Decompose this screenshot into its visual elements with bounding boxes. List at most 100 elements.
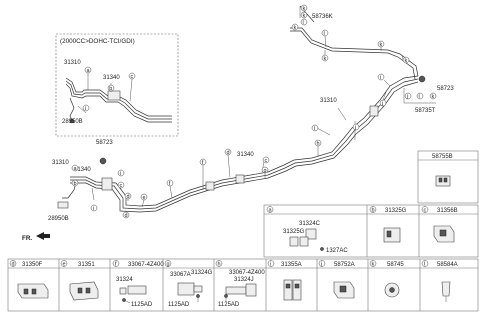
svg-text:b: b: [109, 86, 112, 92]
svg-text:k: k: [405, 58, 408, 64]
svg-text:l: l: [424, 262, 425, 268]
front-label: FR.: [22, 235, 32, 242]
label-31340-inset: 31340: [103, 75, 120, 81]
label-28950B-main: 28950B: [48, 216, 69, 222]
svg-text:58752A: 58752A: [334, 262, 355, 268]
cell-k: k 58745: [369, 260, 404, 298]
cell-i: i 31355A: [267, 260, 302, 301]
svg-text:e: e: [143, 195, 146, 201]
main-clip-3: [235, 174, 245, 184]
svg-text:g: g: [167, 262, 170, 268]
svg-text:31325G: 31325G: [385, 208, 407, 214]
svg-text:31351: 31351: [78, 262, 95, 268]
svg-text:31356B: 31356B: [437, 208, 458, 214]
main-clip-1: [101, 177, 113, 191]
svg-text:d: d: [12, 262, 15, 268]
svg-text:f: f: [169, 181, 171, 187]
svg-text:i: i: [85, 106, 86, 112]
svg-text:31324J: 31324J: [234, 277, 254, 283]
svg-text:i: i: [120, 171, 121, 177]
label-58736K: 58736K: [312, 14, 333, 20]
svg-text:k: k: [294, 25, 297, 31]
svg-text:k: k: [324, 56, 327, 62]
cell-h: h 33067-4Z400 31324J 1125AD: [215, 260, 265, 308]
svg-text:31355A: 31355A: [281, 262, 302, 268]
svg-text:k: k: [372, 262, 375, 268]
inset-tubes: [65, 77, 172, 124]
svg-text:1327AC: 1327AC: [326, 248, 348, 254]
label-31310-inset: 31310: [64, 60, 81, 66]
front-arrow-icon: [36, 232, 50, 240]
svg-text:b: b: [74, 181, 77, 187]
cell-a: a 31324C 31325G 1327AC: [266, 206, 348, 254]
main-clip-4: [369, 105, 379, 117]
svg-text:d: d: [127, 194, 130, 200]
inset-filter: [69, 118, 75, 124]
svg-text:k: k: [303, 6, 306, 12]
inset-box: [55, 33, 179, 137]
label-31310-main-left: 31310: [52, 160, 69, 166]
main-callouts: k k l k l k k k i j j l k j i h d c g: [71, 4, 437, 219]
label-58723-right: 58723: [437, 86, 454, 92]
main-clip-2: [205, 181, 215, 191]
svg-text:c: c: [424, 208, 427, 214]
cell-58755B: 58755B: [432, 154, 453, 187]
rear-fitting-58723: [418, 75, 426, 83]
svg-text:l: l: [324, 31, 325, 37]
svg-text:b: b: [372, 208, 375, 214]
cell-b: b 31325G: [369, 206, 407, 243]
svg-text:1125AD: 1125AD: [131, 302, 153, 308]
svg-text:c: c: [265, 158, 268, 164]
inset-title: (2000CC>DOHC-TCI/GDI): [60, 38, 135, 45]
label-28950B-inset: 28950B: [62, 119, 83, 125]
svg-text:f: f: [115, 262, 117, 268]
cell-c: c 31356B: [421, 206, 458, 243]
svg-text:a: a: [87, 68, 91, 74]
parts-table: [7, 150, 479, 312]
svg-text:31324C: 31324C: [299, 221, 321, 227]
svg-text:31324G: 31324G: [191, 270, 213, 276]
inset-clip: [107, 90, 121, 101]
svg-text:h: h: [218, 262, 221, 268]
svg-text:d: d: [125, 213, 128, 219]
svg-text:k: k: [432, 94, 435, 100]
cell-l: l 58584A: [421, 260, 458, 302]
svg-text:i: i: [314, 126, 315, 132]
svg-text:g: g: [264, 168, 267, 174]
cell-d: d 31350F: [9, 260, 49, 299]
label-58723-left: 58723: [96, 140, 113, 146]
svg-text:33067A: 33067A: [170, 272, 191, 278]
svg-text:58755B: 58755B: [432, 154, 453, 160]
svg-text:l: l: [419, 94, 420, 100]
svg-text:58584A: 58584A: [437, 262, 458, 268]
svg-text:j: j: [381, 101, 383, 107]
svg-text:k: k: [303, 13, 306, 19]
svg-text:a: a: [269, 208, 273, 214]
svg-text:1125AD: 1125AD: [218, 302, 240, 308]
svg-text:31350F: 31350F: [22, 262, 43, 268]
label-31310-main-right: 31310: [320, 98, 337, 104]
main-filter: [57, 201, 69, 209]
svg-text:f: f: [202, 160, 204, 166]
svg-text:58745: 58745: [387, 262, 404, 268]
svg-text:j: j: [320, 262, 322, 268]
cell-e: e 31351: [60, 260, 99, 301]
svg-text:c: c: [120, 183, 123, 189]
svg-text:i: i: [380, 75, 381, 81]
cell-f: f 33067-4Z400 31324 1125AD: [112, 260, 164, 308]
svg-text:1125AD: 1125AD: [168, 302, 190, 308]
svg-text:33067-4Z400: 33067-4Z400: [128, 262, 164, 268]
label-31340-main: 31340: [237, 152, 254, 158]
svg-text:33067-4Z400: 33067-4Z400: [229, 270, 265, 276]
main-fitting-58723: [99, 157, 107, 165]
cell-g: g 33067A 31324G 1125AD: [164, 260, 213, 308]
svg-text:c: c: [131, 74, 134, 80]
svg-text:h: h: [317, 141, 320, 147]
svg-text:k: k: [380, 42, 383, 48]
svg-text:l: l: [303, 20, 304, 26]
main-tubes: [57, 5, 426, 213]
label-58735T: 58735T: [415, 108, 436, 114]
svg-text:i: i: [93, 206, 94, 212]
